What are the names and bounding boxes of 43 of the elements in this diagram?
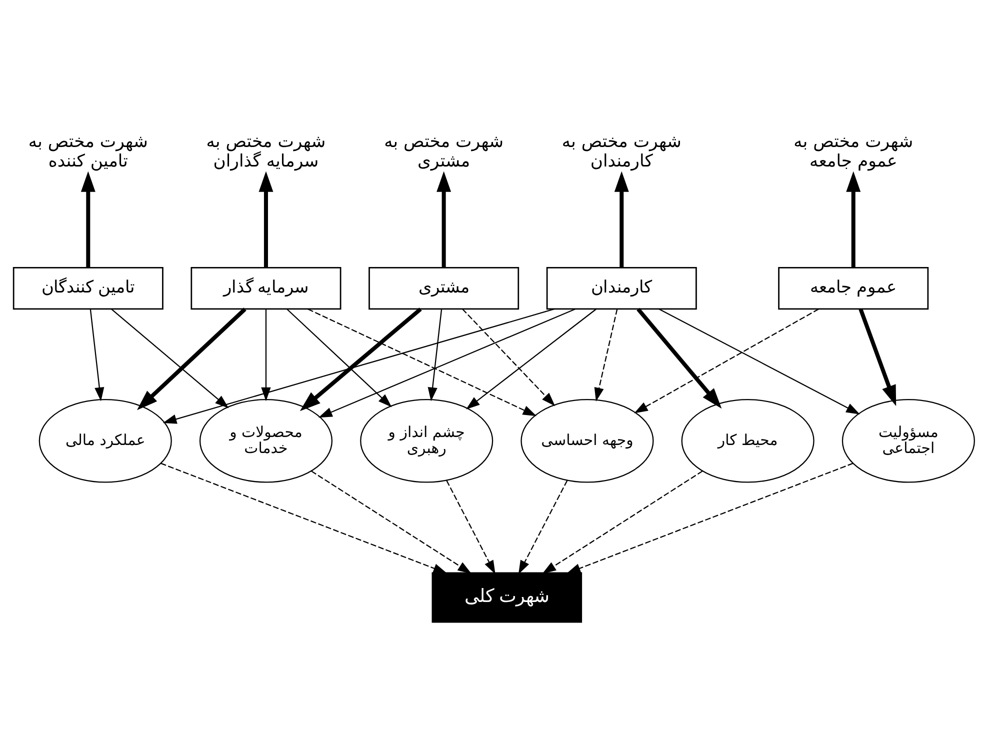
arrow: [636, 308, 722, 409]
node-text: شهرت مختص به سرمایه گذاران: [206, 132, 326, 172]
arrow: [307, 308, 536, 416]
arrow: [310, 470, 472, 574]
arrow: [110, 308, 228, 408]
node-ellipse: چشم انداز و رهبری: [360, 399, 493, 483]
arrow: [286, 308, 392, 408]
node-text: شهرت مختص به مشتری: [384, 132, 504, 172]
arrow: [136, 308, 246, 410]
arrow: [446, 480, 495, 574]
arrow: [436, 171, 451, 268]
node-text: شهرت مختص به عموم جامعه: [793, 132, 913, 172]
arrow: [658, 308, 860, 414]
arrow: [89, 309, 104, 402]
arrow: [614, 171, 628, 268]
arrow: [258, 171, 273, 268]
node-box: مشتری: [368, 266, 519, 310]
arrow: [542, 470, 702, 574]
node-box: عموم جامعه: [778, 266, 928, 310]
arrow: [594, 308, 618, 402]
node-box: سرمایه گذار: [190, 266, 341, 310]
arrow: [858, 308, 896, 406]
node-text: شهرت مختص به کارمندان: [561, 132, 681, 172]
node-box: شهرت کلی: [431, 572, 582, 623]
arrow: [427, 309, 442, 402]
arrow: [634, 308, 818, 414]
arrow: [80, 171, 95, 268]
arrow: [260, 309, 270, 402]
arrow: [462, 308, 555, 406]
arrow: [846, 171, 860, 268]
node-ellipse: محیط کار: [680, 399, 814, 483]
arrow: [162, 308, 554, 424]
arrow: [466, 308, 596, 410]
node-ellipse: مسؤولیت اجتماعی: [841, 399, 974, 483]
node-box: کارمندان: [546, 266, 696, 310]
arrow: [318, 308, 575, 418]
node-ellipse: عملکرد مالی: [38, 399, 172, 483]
arrow: [518, 480, 568, 574]
arrow: [160, 462, 447, 574]
node-text: شهرت مختص به تامین کننده: [28, 132, 148, 172]
arrow: [566, 462, 853, 574]
node-box: تامین کنندگان: [12, 266, 163, 310]
arrow: [299, 308, 422, 412]
